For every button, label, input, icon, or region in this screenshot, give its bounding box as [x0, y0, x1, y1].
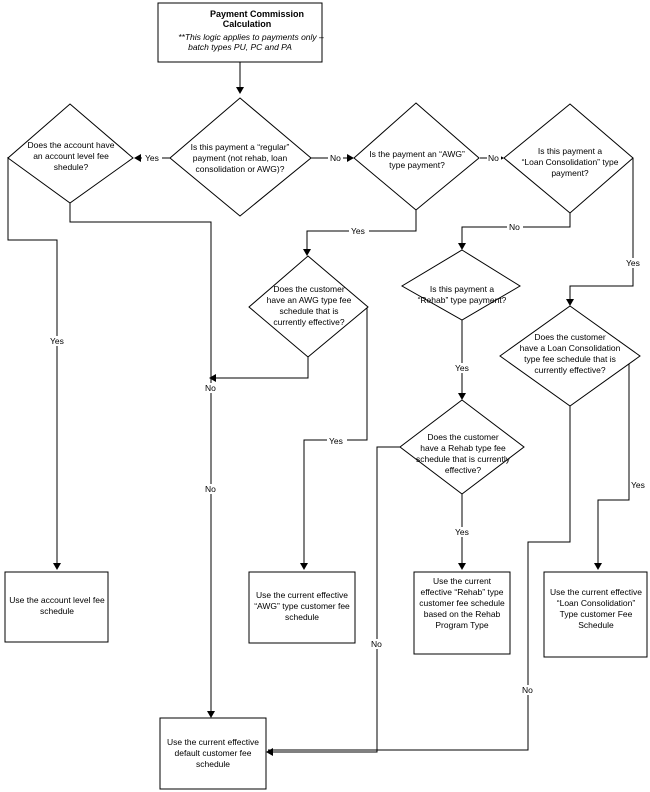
- decision-awg-line-2: type payment?: [389, 160, 445, 170]
- decision-loan-schedule-line-3: type fee schedule that is: [524, 354, 616, 364]
- action-rehab-line-2: effective “Rehab” type: [421, 587, 504, 597]
- decision-loan-schedule: Does the customer have a Loan Consolidat…: [499, 305, 641, 407]
- label-no-account-fee: No: [205, 484, 216, 494]
- start-note-line-1: **This logic applies to payments only –: [178, 32, 324, 42]
- action-loan-line-4: Schedule: [578, 620, 614, 630]
- decision-account-fee-line-1: Does the account have: [28, 140, 115, 150]
- label-yes-loan-schedule: Yes: [631, 480, 645, 490]
- decision-rehab-line-1: Is this payment a: [430, 284, 495, 294]
- action-default-fee: Use the current effective default custom…: [159, 717, 267, 790]
- decision-awg-schedule-line-1: Does the customer: [273, 284, 345, 294]
- action-loan-fee: Use the current effective “Loan Consolid…: [543, 571, 648, 658]
- decision-regular-payment: Is this payment a “regular” payment (not…: [169, 97, 312, 217]
- label-no-loan: No: [488, 153, 499, 163]
- decision-awg-schedule: Does the customer have an AWG type fee s…: [248, 255, 369, 358]
- action-awg-line-2: “AWG” type customer fee: [254, 601, 350, 611]
- decision-rehab-schedule-line-4: effective?: [445, 465, 482, 475]
- action-loan-line-2: “Loan Consolidation”: [557, 598, 636, 608]
- decision-regular-line-1: Is this payment a “regular”: [191, 142, 290, 152]
- decision-awg-schedule-line-4: currently effective?: [273, 317, 344, 327]
- decision-loan-schedule-line-4: currently effective?: [534, 365, 605, 375]
- decision-rehab-line-2: “Rehab” type payment?: [418, 295, 507, 305]
- label-no-loan-schedule: No: [522, 685, 533, 695]
- action-awg-fee: Use the current effective “AWG” type cus…: [248, 571, 356, 644]
- label-no-awg: No: [330, 153, 341, 163]
- decision-awg-schedule-line-2: have an AWG type fee: [267, 295, 352, 305]
- start-note-line-2: batch types PU, PC and PA: [188, 42, 292, 52]
- action-default-line-3: schedule: [196, 759, 230, 769]
- decision-regular-line-3: consolidation or AWG)?: [196, 164, 285, 174]
- action-rehab-fee: Use the current effective “Rehab” type c…: [413, 571, 511, 655]
- label-yes-account-action: Yes: [50, 336, 64, 346]
- decision-awg-payment: Is the payment an “AWG” type payment?: [353, 102, 480, 211]
- decision-rehab-schedule-line-1: Does the customer: [427, 432, 499, 442]
- decision-loan-line-2: “Loan Consolidation” type: [522, 157, 619, 167]
- action-loan-line-1: Use the current effective: [550, 587, 642, 597]
- decision-loan-schedule-line-2: have a Loan Consolidation: [520, 343, 621, 353]
- label-no-rehab-schedule: No: [371, 639, 382, 649]
- decision-regular-line-2: payment (not rehab, loan: [193, 153, 288, 163]
- decision-loan-payment: Is this payment a “Loan Consolidation” t…: [503, 103, 634, 214]
- action-default-line-1: Use the current effective: [167, 737, 259, 747]
- edge-labels: Yes No No Yes Yes No Yes No Yes Yes Yes …: [48, 153, 650, 695]
- decision-rehab-payment: Is this payment a “Rehab” type payment?: [401, 249, 521, 321]
- action-account-line-2: schedule: [40, 606, 74, 616]
- decision-rehab-schedule-line-2: have a Rehab type fee: [420, 443, 506, 453]
- label-yes-account-fee: Yes: [145, 153, 159, 163]
- label-yes-awg-schedule: Yes: [329, 436, 343, 446]
- label-no-rehab: No: [509, 222, 520, 232]
- decision-loan-line-1: Is this payment a: [538, 146, 603, 156]
- label-yes-rehab-schedule: Yes: [455, 527, 469, 537]
- action-rehab-line-3: customer fee schedule: [419, 598, 505, 608]
- decision-awg-schedule-line-3: schedule that is: [279, 306, 338, 316]
- action-loan-line-3: Type customer Fee: [560, 609, 633, 619]
- action-account-fee: Use the account level fee schedule: [4, 571, 109, 643]
- label-yes-rehab: Yes: [455, 363, 469, 373]
- action-awg-line-1: Use the current effective: [256, 590, 348, 600]
- action-rehab-line-5: Program Type: [435, 620, 489, 630]
- action-awg-line-3: schedule: [285, 612, 319, 622]
- action-default-line-2: default customer fee: [174, 748, 251, 758]
- action-account-line-1: Use the account level fee: [9, 595, 105, 605]
- decision-loan-line-3: payment?: [551, 168, 589, 178]
- decision-rehab-schedule-line-3: schedule that is currently: [416, 454, 511, 464]
- start-box: Payment Commission Calculation **This lo…: [157, 2, 324, 63]
- decision-rehab-schedule: Does the customer have a Rehab type fee …: [399, 399, 525, 495]
- start-title-line-1: Payment Commission: [210, 9, 304, 19]
- label-yes-awg: Yes: [351, 226, 365, 236]
- start-title-line-2: Calculation: [223, 19, 272, 29]
- decision-account-fee: Does the account have an account level f…: [7, 103, 134, 204]
- label-yes-loan: Yes: [626, 258, 640, 268]
- action-rehab-line-4: based on the Rehab: [424, 609, 501, 619]
- decision-account-fee-line-3: shedule?: [54, 162, 89, 172]
- decision-account-fee-line-2: an account level fee: [33, 151, 109, 161]
- decision-loan-schedule-line-1: Does the customer: [534, 332, 606, 342]
- action-rehab-line-1: Use the current: [433, 576, 492, 586]
- decision-awg-line-1: Is the payment an “AWG”: [369, 149, 465, 159]
- label-no-awg-schedule: No: [205, 383, 216, 393]
